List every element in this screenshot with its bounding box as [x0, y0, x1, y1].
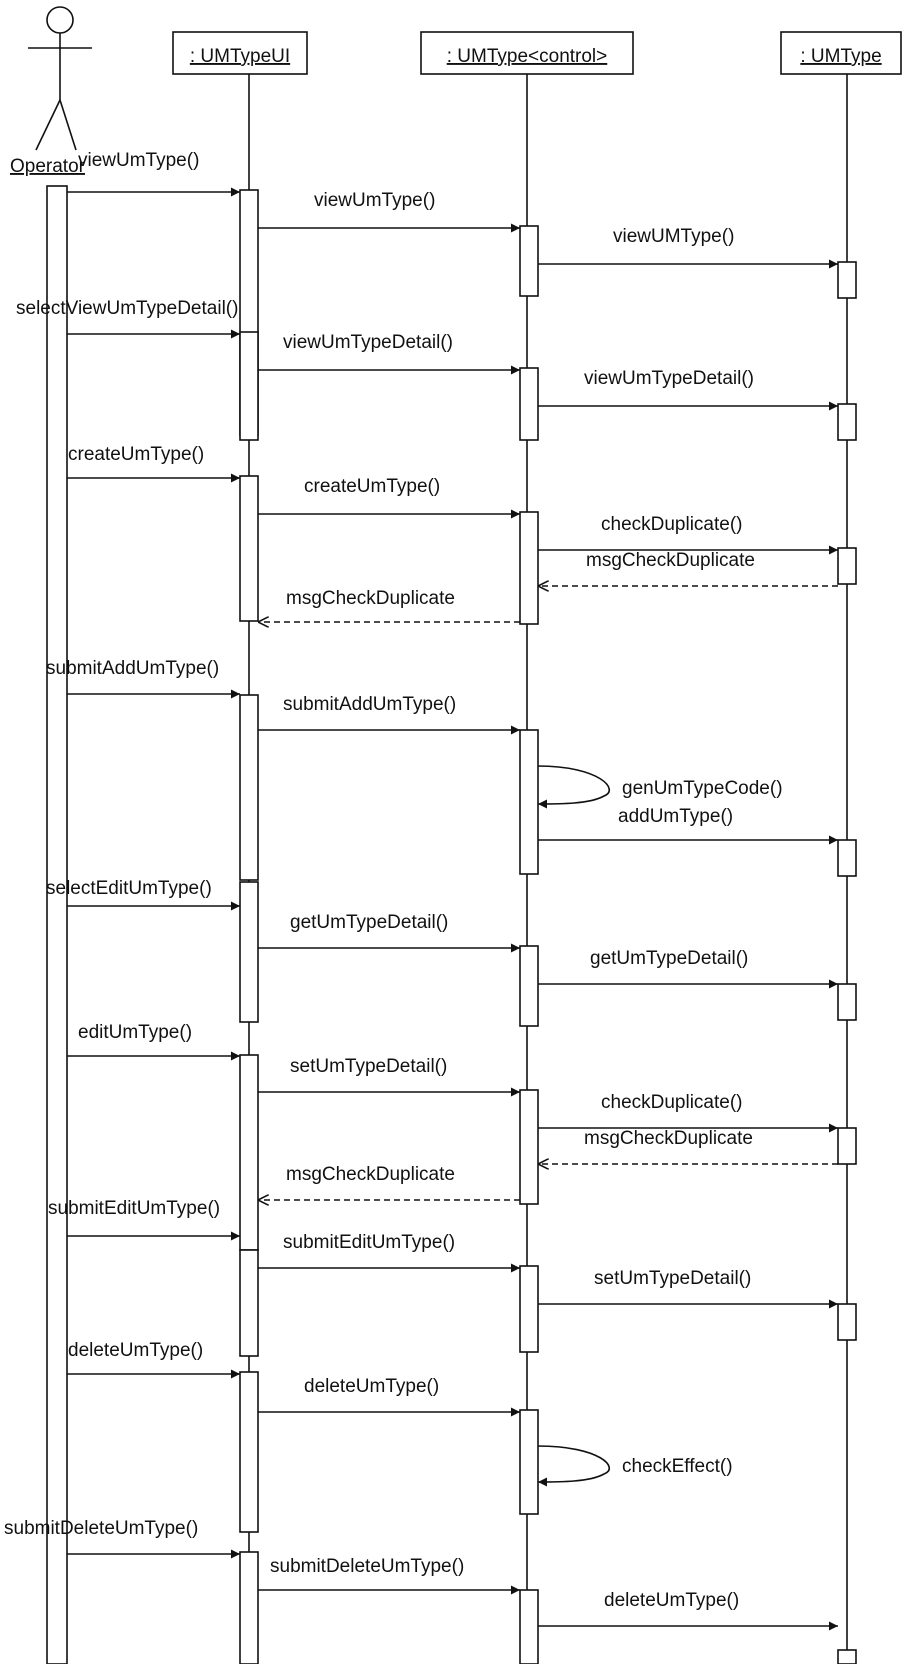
lifeline-label-control: : UMType<control>: [447, 46, 608, 67]
activation-ui: [239, 1551, 259, 1664]
activation-ui: [239, 1371, 259, 1533]
message-label: createUmType(): [304, 476, 440, 497]
activation-ui: [239, 881, 259, 1023]
activation-ui: [239, 694, 259, 881]
message-label: viewUMType(): [613, 226, 734, 247]
actor-operator: Operator: [10, 6, 92, 177]
message-label: editUmType(): [78, 1022, 192, 1043]
message-label: deleteUmType(): [304, 1376, 439, 1397]
activation-entity: [837, 1649, 857, 1664]
lifeline-box-control: [420, 31, 634, 75]
message-label: submitAddUmType(): [283, 694, 456, 715]
activation-control: [519, 1265, 539, 1353]
message-label: submitDeleteUmType(): [270, 1556, 464, 1577]
lifeline-box-entity: [780, 31, 902, 75]
self-message-arrow: [537, 765, 610, 809]
self-message-arrow: [537, 1445, 610, 1487]
lifeline-box-ui: [172, 31, 308, 75]
activation-control: [519, 729, 539, 875]
lifeline-header-control: : UMType<control>: [420, 31, 634, 75]
message-label: selectViewUmTypeDetail(): [16, 298, 238, 319]
activation-control: [519, 1409, 539, 1515]
lifeline-label-entity: : UMType: [800, 46, 881, 67]
return-label: msgCheckDuplicate: [286, 1164, 455, 1185]
actor-stick-figure-icon: [28, 6, 92, 151]
message-label: viewUmType(): [314, 190, 435, 211]
activation-control: [519, 367, 539, 441]
activation-entity: [837, 983, 857, 1021]
actor-label: Operator: [10, 156, 86, 177]
return-label: msgCheckDuplicate: [286, 588, 455, 609]
activation-entity: [837, 547, 857, 585]
activation-control: [519, 225, 539, 297]
lifeline-header-entity: : UMType: [780, 31, 902, 75]
message-label: checkDuplicate(): [601, 1092, 743, 1113]
message-label: deleteUmType(): [604, 1590, 739, 1611]
return-label: msgCheckDuplicate: [584, 1128, 753, 1149]
message-label: deleteUmType(): [68, 1340, 203, 1361]
activation-control: [519, 945, 539, 1027]
activation-control: [519, 511, 539, 625]
activation-entity: [837, 1127, 857, 1165]
activation-ui: [239, 1054, 259, 1251]
activation-ui: [239, 331, 259, 441]
activation-entity: [837, 261, 857, 299]
activation-control: [519, 1089, 539, 1205]
message-label: addUmType(): [618, 806, 733, 827]
activation-control: [519, 1589, 539, 1664]
lifeline-label-ui: : UMTypeUI: [190, 46, 290, 67]
message-label: submitAddUmType(): [46, 658, 219, 679]
message-label: submitEditUmType(): [48, 1198, 220, 1219]
message-label: submitEditUmType(): [283, 1232, 455, 1253]
lifeline-header-ui: : UMTypeUI: [172, 31, 308, 75]
message-label: setUmTypeDetail(): [290, 1056, 447, 1077]
message-label: selectEditUmType(): [46, 878, 212, 899]
activation-ui: [239, 475, 259, 622]
message-label: viewUmType(): [78, 150, 199, 171]
activation-ui: [239, 1249, 259, 1357]
message-label: createUmType(): [68, 444, 204, 465]
message-label: submitDeleteUmType(): [4, 1518, 198, 1539]
activation-entity: [837, 1303, 857, 1341]
message-label: viewUmTypeDetail(): [283, 332, 453, 353]
activation-entity: [837, 839, 857, 877]
message-label: getUmTypeDetail(): [290, 912, 448, 933]
self-message-label: genUmTypeCode(): [622, 778, 783, 799]
activation-actor: [46, 185, 68, 1664]
return-label: msgCheckDuplicate: [586, 550, 755, 571]
message-label: viewUmTypeDetail(): [584, 368, 754, 389]
message-label: getUmTypeDetail(): [590, 948, 748, 969]
self-message-label: checkEffect(): [622, 1456, 733, 1477]
message-label: setUmTypeDetail(): [594, 1268, 751, 1289]
activation-entity: [837, 403, 857, 441]
message-label: checkDuplicate(): [601, 514, 743, 535]
